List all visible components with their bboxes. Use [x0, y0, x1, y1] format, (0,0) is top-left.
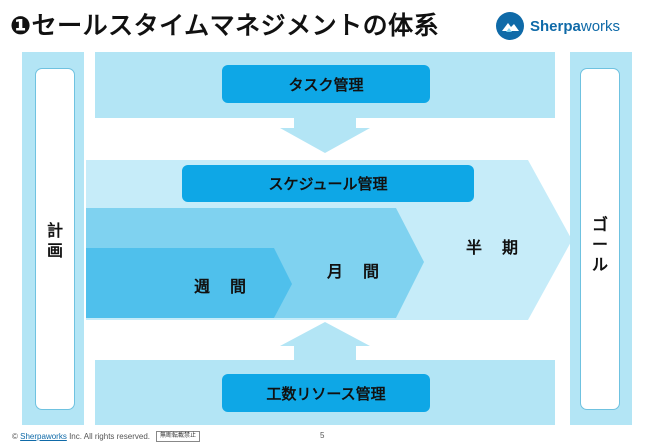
- goal-char-3: ル: [591, 255, 608, 274]
- goal-char-1: ゴ: [591, 215, 608, 234]
- resource-management-label: 工数リソース管理: [266, 384, 386, 403]
- task-management-box: タスク管理: [222, 65, 430, 103]
- no-reprint-stamp: 無断転載禁止: [155, 431, 200, 442]
- mountain-logo-icon: [496, 12, 524, 40]
- sherpaworks-logo: Sherpaworks: [496, 12, 620, 40]
- halfyear-label: 半期: [466, 238, 539, 257]
- logo-text-light: works: [580, 17, 621, 35]
- bottom-bar-arrow: [95, 322, 555, 425]
- weekly-label: 週間: [194, 277, 267, 296]
- schedule-management-label: スケジュール管理: [268, 175, 388, 193]
- monthly-label: 月間: [327, 262, 400, 281]
- weekly-arrow: [86, 248, 292, 318]
- footer: © Sherpaworks Inc. All rights reserved. …: [12, 431, 200, 442]
- resource-management-box: 工数リソース管理: [222, 374, 430, 412]
- page-number: 5: [320, 431, 325, 440]
- schedule-management-box: スケジュール管理: [182, 165, 474, 202]
- logo-text-bold: Sherpa: [530, 17, 581, 35]
- plan-char-2: 画: [46, 241, 63, 260]
- page-title: ❶セールスタイムマネジメントの体系: [10, 11, 440, 40]
- goal-label: ゴ ー ル: [581, 215, 619, 275]
- plan-pill: 計 画: [35, 68, 75, 410]
- copyright-text: Inc. All rights reserved.: [69, 432, 150, 441]
- task-management-label: タスク管理: [288, 75, 364, 94]
- copyright-symbol: ©: [12, 432, 18, 441]
- plan-char-1: 計: [46, 221, 63, 240]
- goal-pill: ゴ ー ル: [580, 68, 620, 410]
- company-link[interactable]: Sherpaworks: [20, 432, 67, 441]
- goal-char-2: ー: [591, 235, 608, 254]
- plan-label: 計 画: [36, 221, 74, 261]
- logo-text: Sherpaworks: [530, 18, 620, 35]
